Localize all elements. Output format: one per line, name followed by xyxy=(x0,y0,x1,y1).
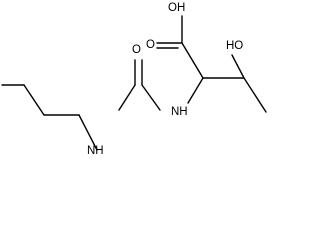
bond-urea-c-butyl-nh xyxy=(118,84,136,111)
bond-beta-hydroxyl xyxy=(231,54,245,79)
bond-alpha-nh xyxy=(187,77,204,104)
atom-label-hydroxyl-ho: HO xyxy=(226,40,243,52)
bond-carboxyl-c-alpha xyxy=(181,42,204,79)
atom-label-amide-nh: NH xyxy=(171,106,188,118)
atom-label-butyl-nh: NH xyxy=(87,145,104,154)
atom-label-urea-o: O xyxy=(132,44,141,56)
bond-butyl-nh-c1 xyxy=(78,114,98,151)
bond-nh-urea-c xyxy=(141,84,161,111)
bond-butyl-c2-c3 xyxy=(23,84,45,116)
atom-label-carboxyl-oh: OH xyxy=(168,2,185,14)
structure-diagram: OH O HO O NH NH xyxy=(1,2,267,154)
atom-label-carbonyl-o: O xyxy=(146,39,155,51)
bond-beta-methyl xyxy=(243,77,267,113)
